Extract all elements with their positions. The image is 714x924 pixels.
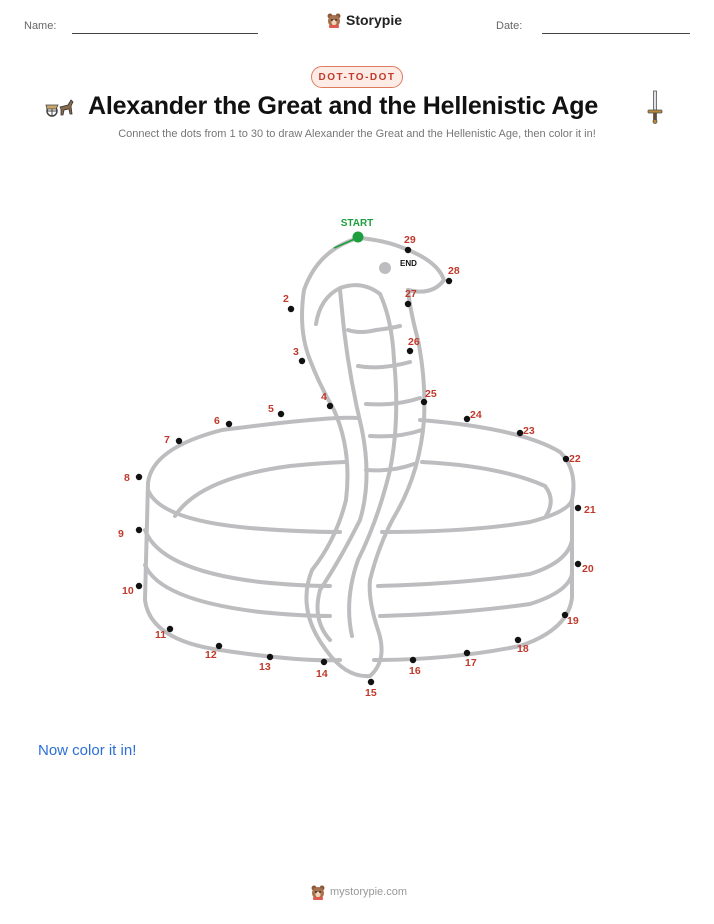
end-label: END <box>400 259 417 268</box>
dot-15[interactable] <box>367 678 375 686</box>
dot-5[interactable] <box>277 410 285 418</box>
dot-label-21: 21 <box>584 504 596 516</box>
bear-icon <box>311 885 325 900</box>
dot-21[interactable] <box>574 504 582 512</box>
dot-label-4: 4 <box>321 391 327 403</box>
dot-2[interactable] <box>287 305 295 313</box>
dot-label-26: 26 <box>408 336 420 348</box>
date-line[interactable] <box>542 33 690 34</box>
dot-23[interactable] <box>516 429 524 437</box>
dot-12[interactable] <box>215 642 223 650</box>
dot-19[interactable] <box>561 611 569 619</box>
dot-label-29: 29 <box>404 234 416 246</box>
dot-27[interactable] <box>404 300 412 308</box>
instructions: Connect the dots from 1 to 30 to draw Al… <box>118 128 596 140</box>
dot-26[interactable] <box>406 347 414 355</box>
dot-16[interactable] <box>409 656 417 664</box>
dot-22[interactable] <box>562 455 570 463</box>
dot-label-8: 8 <box>124 472 130 484</box>
dot-18[interactable] <box>514 636 522 644</box>
dot-label-24: 24 <box>470 409 482 421</box>
dot-label-2: 2 <box>283 293 289 305</box>
dot-4[interactable] <box>326 402 334 410</box>
dot-label-14: 14 <box>316 668 328 680</box>
dot-label-16: 16 <box>409 665 421 677</box>
dot-3[interactable] <box>298 357 306 365</box>
footer-site[interactable]: mystorypie.com <box>330 886 408 898</box>
dot-11[interactable] <box>166 625 174 633</box>
dot-label-22: 22 <box>569 453 581 465</box>
dot-label-19: 19 <box>567 615 579 627</box>
dot-20[interactable] <box>574 560 582 568</box>
dot-label-10: 10 <box>122 585 134 597</box>
snake-basket-outline <box>143 236 576 679</box>
dot-label-20: 20 <box>582 563 594 575</box>
dot-6[interactable] <box>225 420 233 428</box>
dot-label-12: 12 <box>205 649 217 661</box>
dot-label-23: 23 <box>523 425 535 437</box>
dot-label-27: 27 <box>405 288 417 300</box>
dot-8[interactable] <box>135 473 143 481</box>
dot-label-28: 28 <box>448 265 460 277</box>
dot-to-dot-badge: DOT-TO-DOT <box>311 66 403 88</box>
dot-13[interactable] <box>266 653 274 661</box>
start-label: START <box>341 218 374 229</box>
dot-label-3: 3 <box>293 346 299 358</box>
page-title: Alexander the Great and the Hellenistic … <box>88 92 599 120</box>
dot-label-11: 11 <box>155 629 166 641</box>
start-marker: START END <box>333 218 417 268</box>
dot-24[interactable] <box>463 415 471 423</box>
dot-label-13: 13 <box>259 661 271 673</box>
dot-label-7: 7 <box>164 434 170 446</box>
brand-logo: Storypie <box>326 12 402 28</box>
dot-25[interactable] <box>420 398 428 406</box>
dot-29[interactable] <box>404 246 412 254</box>
dot-7[interactable] <box>175 437 183 445</box>
color-prompt: Now color it in! <box>38 742 137 759</box>
footer: mystorypie.com <box>310 884 407 900</box>
dot-28[interactable] <box>445 277 453 285</box>
dot-17[interactable] <box>463 649 471 657</box>
dot-10[interactable] <box>135 582 143 590</box>
dot-label-25: 25 <box>425 388 437 400</box>
dot-14[interactable] <box>320 658 328 666</box>
chariot-icon <box>45 99 74 117</box>
dot-label-6: 6 <box>214 415 220 427</box>
dot-label-18: 18 <box>517 643 529 655</box>
name-line[interactable] <box>72 33 258 34</box>
brand-name: Storypie <box>346 12 403 28</box>
dot-to-dot-puzzle[interactable]: START END 234567891011121314151617181920… <box>0 150 714 710</box>
dot-label-15: 15 <box>365 687 377 699</box>
sword-icon <box>647 90 663 124</box>
bear-icon <box>327 13 341 28</box>
dot-label-9: 9 <box>118 528 124 540</box>
dot-label-17: 17 <box>465 657 477 669</box>
dots-layer[interactable]: 2345678910111213141516171819202122232425… <box>118 234 596 699</box>
name-label: Name: <box>24 20 57 32</box>
dot-label-5: 5 <box>268 403 274 415</box>
date-label: Date: <box>496 20 523 32</box>
dot-9[interactable] <box>135 526 143 534</box>
